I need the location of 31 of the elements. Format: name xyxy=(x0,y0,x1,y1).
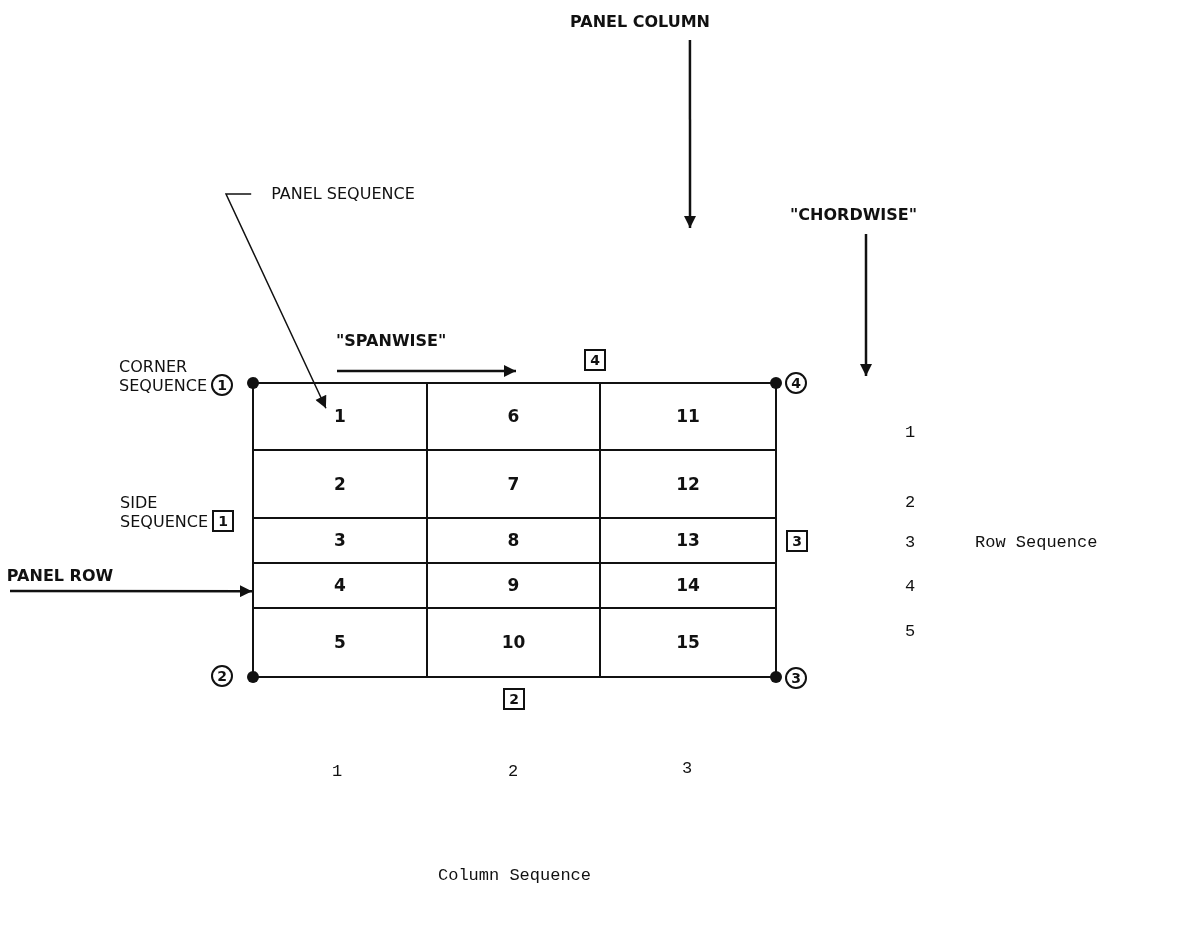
leader-line xyxy=(224,193,327,409)
sequence-label: 3 xyxy=(682,760,693,777)
side-number-square: 4 xyxy=(584,349,606,371)
caption-text: SIDE SEQUENCE xyxy=(120,493,208,532)
sequence-label: 2 xyxy=(508,763,519,780)
arrow xyxy=(684,39,696,228)
corner-number-circle: 4 xyxy=(785,372,807,394)
sequence-label: 2 xyxy=(905,494,916,511)
direction-label: "CHORDWISE" xyxy=(790,207,918,223)
side-number-square: 2 xyxy=(503,688,525,710)
sequence-label: 1 xyxy=(332,763,343,780)
panel-cell: 11 xyxy=(599,382,777,451)
panel-cell: 1 xyxy=(252,382,428,451)
sequence-label: 1 xyxy=(905,424,916,441)
corner-number-circle: 2 xyxy=(211,665,233,687)
sequence-label: Column Sequence xyxy=(438,867,592,884)
sequence-label: 3 xyxy=(905,534,916,551)
side-number-square: 3 xyxy=(786,530,808,552)
corner-number-circle: 3 xyxy=(785,667,807,689)
caption-text: PANEL SEQUENCE xyxy=(258,184,428,204)
corner-number-circle: 1 xyxy=(211,374,233,396)
direction-label: "SPANWISE" xyxy=(336,333,447,349)
panel-cell: 5 xyxy=(252,607,428,678)
side-number-square: 1 xyxy=(212,510,234,532)
caption-text: CORNER SEQUENCE xyxy=(119,357,207,396)
caption-text: PANEL COLUMN xyxy=(565,14,715,38)
panel-cell: 15 xyxy=(599,607,777,678)
arrow xyxy=(10,585,252,598)
sequence-label: Row Sequence xyxy=(975,534,1098,551)
sequence-label: 5 xyxy=(905,623,916,640)
sequence-label: 4 xyxy=(905,578,916,595)
